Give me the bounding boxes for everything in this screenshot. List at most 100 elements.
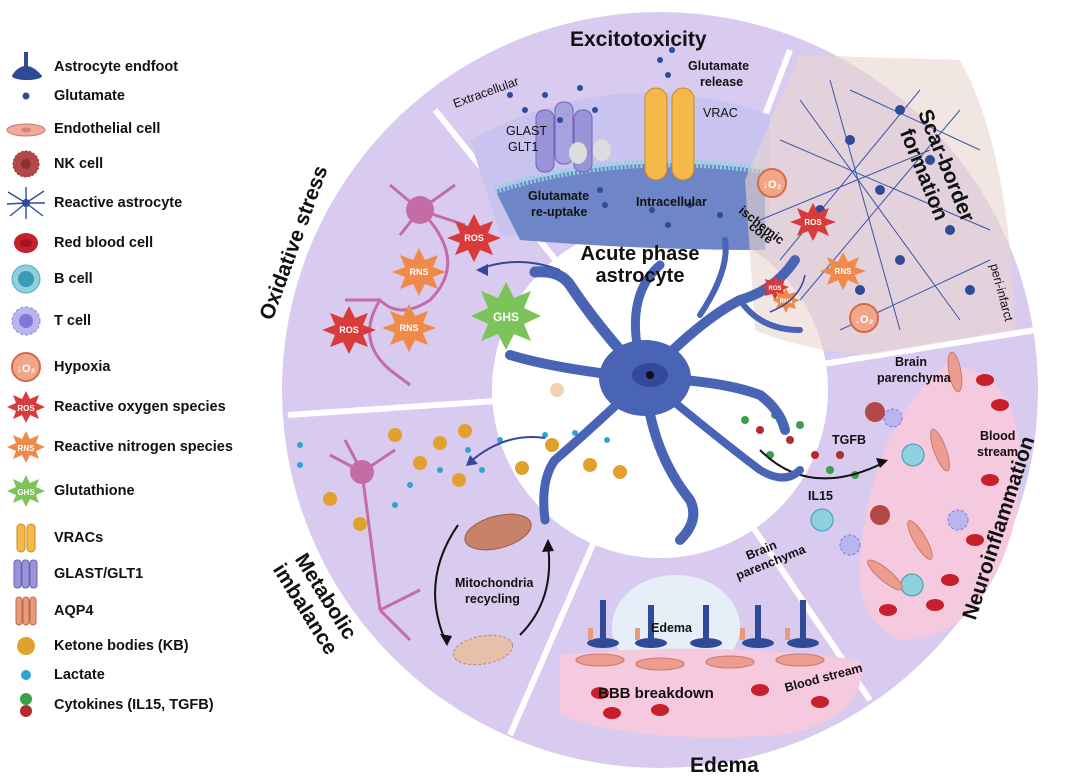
svg-text:ROS: ROS bbox=[768, 286, 781, 292]
blood-stream bbox=[859, 365, 1021, 640]
recycling-arrow bbox=[519, 544, 551, 636]
edema-title: Edema bbox=[690, 754, 759, 777]
legend-label: T cell bbox=[54, 313, 92, 329]
astrocyte-endfeet bbox=[587, 600, 819, 648]
glutamate-reuptake-label-2: re-uptake bbox=[531, 205, 587, 219]
acute-phase-astrocyte bbox=[505, 237, 804, 545]
legend-label: Astrocyte endfoot bbox=[54, 59, 179, 75]
red-blood-cells bbox=[591, 684, 829, 719]
svg-text:RNS: RNS bbox=[18, 444, 36, 453]
legend-label: VRACs bbox=[54, 530, 104, 546]
ghs-icon: GHS bbox=[6, 474, 46, 508]
nk-cell-icon bbox=[6, 147, 46, 181]
endothelial-cell-icon bbox=[6, 112, 46, 146]
center-title: Acute phase bbox=[581, 243, 700, 265]
legend-label: Reactive oxygen species bbox=[54, 399, 226, 415]
lactate-particles bbox=[297, 430, 610, 508]
legend-label: Red blood cell bbox=[54, 235, 154, 251]
svg-text:ROS: ROS bbox=[339, 325, 359, 335]
legend-item: Ketone bodies (KB) bbox=[6, 629, 189, 663]
svg-text:↓O₂: ↓O₂ bbox=[17, 363, 36, 375]
legend-label: B cell bbox=[54, 271, 93, 287]
red-blood-cell-icon bbox=[6, 226, 46, 260]
rns-icon: RNS bbox=[392, 248, 446, 296]
vrac-label: VRAC bbox=[703, 106, 738, 120]
ketone-arrow bbox=[469, 436, 546, 463]
glast-glt1-icon bbox=[6, 557, 46, 591]
ros-icon: ROS bbox=[790, 203, 836, 241]
svg-text:GHS: GHS bbox=[17, 488, 35, 497]
legend-item: Cytokines (IL15, TGFB) bbox=[6, 688, 214, 722]
legend-item: GHS Glutathione bbox=[6, 474, 135, 508]
glutamate-icon bbox=[6, 79, 46, 113]
mitochondrion bbox=[464, 513, 532, 551]
glutamate-release-label-2: release bbox=[700, 75, 743, 89]
ketone-bodies bbox=[323, 383, 627, 531]
endothelial-cells bbox=[867, 351, 963, 591]
legend-item: VRACs bbox=[6, 521, 103, 555]
astrocyte-endfoot-icon bbox=[6, 50, 46, 84]
damaged-mitochondrion bbox=[452, 634, 514, 666]
legend-label: GLAST/GLT1 bbox=[54, 566, 144, 582]
t-cells bbox=[839, 408, 969, 556]
rns-icon: RNS bbox=[382, 304, 436, 352]
svg-text:RNS: RNS bbox=[399, 323, 418, 333]
legend: Astrocyte endfoot Glutamate Endothelial … bbox=[0, 0, 270, 778]
bbb-breakdown-label: BBB breakdown bbox=[598, 685, 714, 702]
svg-text:ROS: ROS bbox=[464, 233, 484, 243]
legend-label: Hypoxia bbox=[54, 359, 111, 375]
rns-icon: RNS bbox=[6, 430, 46, 464]
b-cell-icon bbox=[6, 262, 46, 296]
nk-cells bbox=[865, 402, 890, 525]
red-blood-cells bbox=[879, 374, 1009, 616]
ros-icon: ROS bbox=[322, 306, 376, 354]
legend-label: NK cell bbox=[54, 156, 104, 172]
legend-label: Glutamate bbox=[54, 88, 125, 104]
mitochondria-label: Mitochondria bbox=[455, 576, 535, 590]
ros-icon: ROS bbox=[447, 214, 501, 262]
ghs-icon: GHS bbox=[471, 282, 541, 350]
glutamate-release-label: Glutamate bbox=[688, 59, 749, 73]
legend-item: ↓O₂ Hypoxia bbox=[6, 350, 110, 384]
legend-item: Endothelial cell bbox=[6, 112, 160, 146]
blood-stream-label-2: stream bbox=[977, 445, 1018, 459]
svg-text:↓O₂: ↓O₂ bbox=[855, 314, 874, 326]
cytokines-icon bbox=[6, 688, 46, 722]
legend-item: Red blood cell bbox=[6, 226, 153, 260]
excitotoxicity-sector: Excitotoxicity Extracellular GLAST GLT1 … bbox=[451, 28, 770, 250]
hypoxia-icon: ↓O₂ bbox=[757, 168, 787, 198]
intracellular-label: Intracellular bbox=[636, 195, 707, 209]
svg-text:↓O₂: ↓O₂ bbox=[763, 179, 782, 191]
legend-item: NK cell bbox=[6, 147, 103, 181]
brain-parenchyma-label: Brain bbox=[895, 355, 927, 369]
tgfb-label: TGFB bbox=[832, 433, 866, 447]
legend-item: GLAST/GLT1 bbox=[6, 557, 143, 591]
blood-stream-label: Blood bbox=[980, 429, 1015, 443]
excitotoxicity-title: Excitotoxicity bbox=[570, 28, 707, 51]
neuroinflammation-sector: Neuroinflammation Brain parenchyma Blood… bbox=[741, 351, 1039, 640]
ghs-arrow bbox=[481, 261, 561, 271]
t-cell-icon bbox=[6, 304, 46, 338]
legend-item: RNS Reactive nitrogen species bbox=[6, 430, 233, 464]
ketone-body-icon bbox=[6, 629, 46, 663]
legend-item: AQP4 bbox=[6, 594, 94, 628]
il15-label: IL15 bbox=[808, 489, 833, 503]
legend-label: Reactive astrocyte bbox=[54, 195, 183, 211]
legend-item: Reactive astrocyte bbox=[6, 186, 182, 220]
legend-item: ROS Reactive oxygen species bbox=[6, 390, 226, 424]
legend-label: Reactive nitrogen species bbox=[54, 439, 233, 455]
legend-item: Astrocyte endfoot bbox=[6, 50, 178, 84]
scar-border-sector: ↓O₂ ↓O₂ ROS RNS Scar-border formation is… bbox=[736, 55, 1016, 355]
glutamate-reuptake-label: Glutamate bbox=[528, 189, 589, 203]
legend-label: AQP4 bbox=[54, 603, 94, 619]
legend-item: B cell bbox=[6, 262, 93, 296]
svg-text:RNS: RNS bbox=[835, 267, 853, 276]
svg-text:ROS: ROS bbox=[17, 404, 35, 413]
aqp4-channels bbox=[588, 628, 790, 640]
legend-label: Endothelial cell bbox=[54, 121, 161, 137]
legend-label: Cytokines (IL15, TGFB) bbox=[54, 697, 214, 713]
lactate-icon bbox=[6, 658, 46, 692]
rns-icon: RNS bbox=[772, 288, 800, 313]
blood-stream bbox=[560, 648, 861, 738]
